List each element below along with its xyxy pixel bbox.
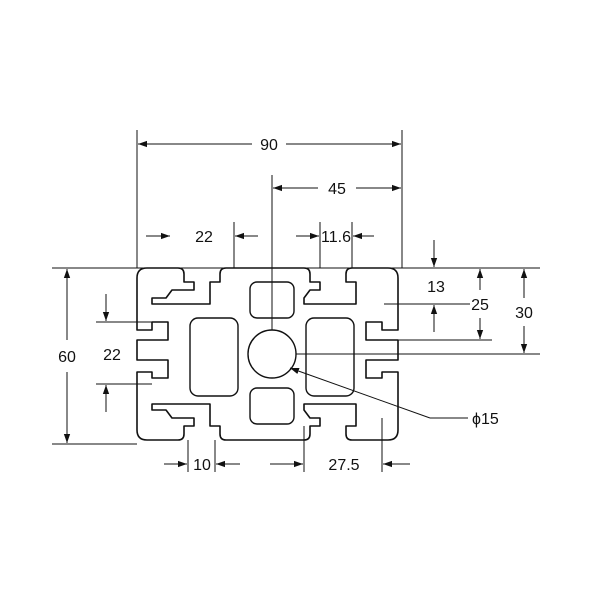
dimension-labels: 90 45 22 11.6 60 22 13 25 30 ϕ15 10 27.5 [58,137,533,474]
dim-overall-height: 60 [58,349,76,366]
dim-slot-depth: 13 [427,279,445,296]
center-bore [247,329,297,379]
dim-center-bore: ϕ15 [472,411,499,428]
pocket-right [305,317,355,397]
dim-slot-spacing-left: 22 [103,347,121,364]
dimension-lines [63,140,528,468]
pocket-bottom-center [249,387,295,425]
dim-center-offset-25: 25 [471,297,489,314]
dim-slot-offset-bottom: 27.5 [328,457,359,474]
dim-slot-spacing-top: 22 [195,229,213,246]
dim-overall-width: 90 [260,137,278,154]
extension-lines [52,130,540,472]
dim-slot-width: 11.6 [321,229,351,246]
dim-half-width: 45 [328,181,346,198]
dim-wall-thickness: 10 [193,457,211,474]
pocket-left [189,317,239,397]
dim-half-height: 30 [515,305,533,322]
extrusion-profile [136,267,399,441]
